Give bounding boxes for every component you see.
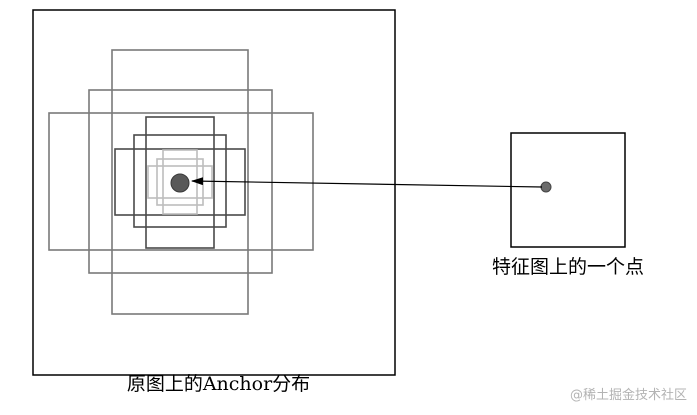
anchor-large-wide [48, 112, 314, 251]
original-image-caption: 原图上的Anchor分布 [126, 373, 311, 395]
anchor-center-point [170, 173, 190, 193]
original-image-frame [32, 9, 396, 376]
feature-point-caption: 特征图上的一个点 [491, 256, 644, 278]
anchor-medium-tall [145, 116, 215, 249]
feature-map-frame [510, 132, 626, 248]
watermark: @稀土掘金技术社区 [569, 388, 687, 403]
feature-point [540, 181, 552, 193]
mapping-arrow [191, 177, 543, 188]
anchor-large-square [88, 89, 273, 274]
anchor-small-wide [147, 165, 213, 199]
